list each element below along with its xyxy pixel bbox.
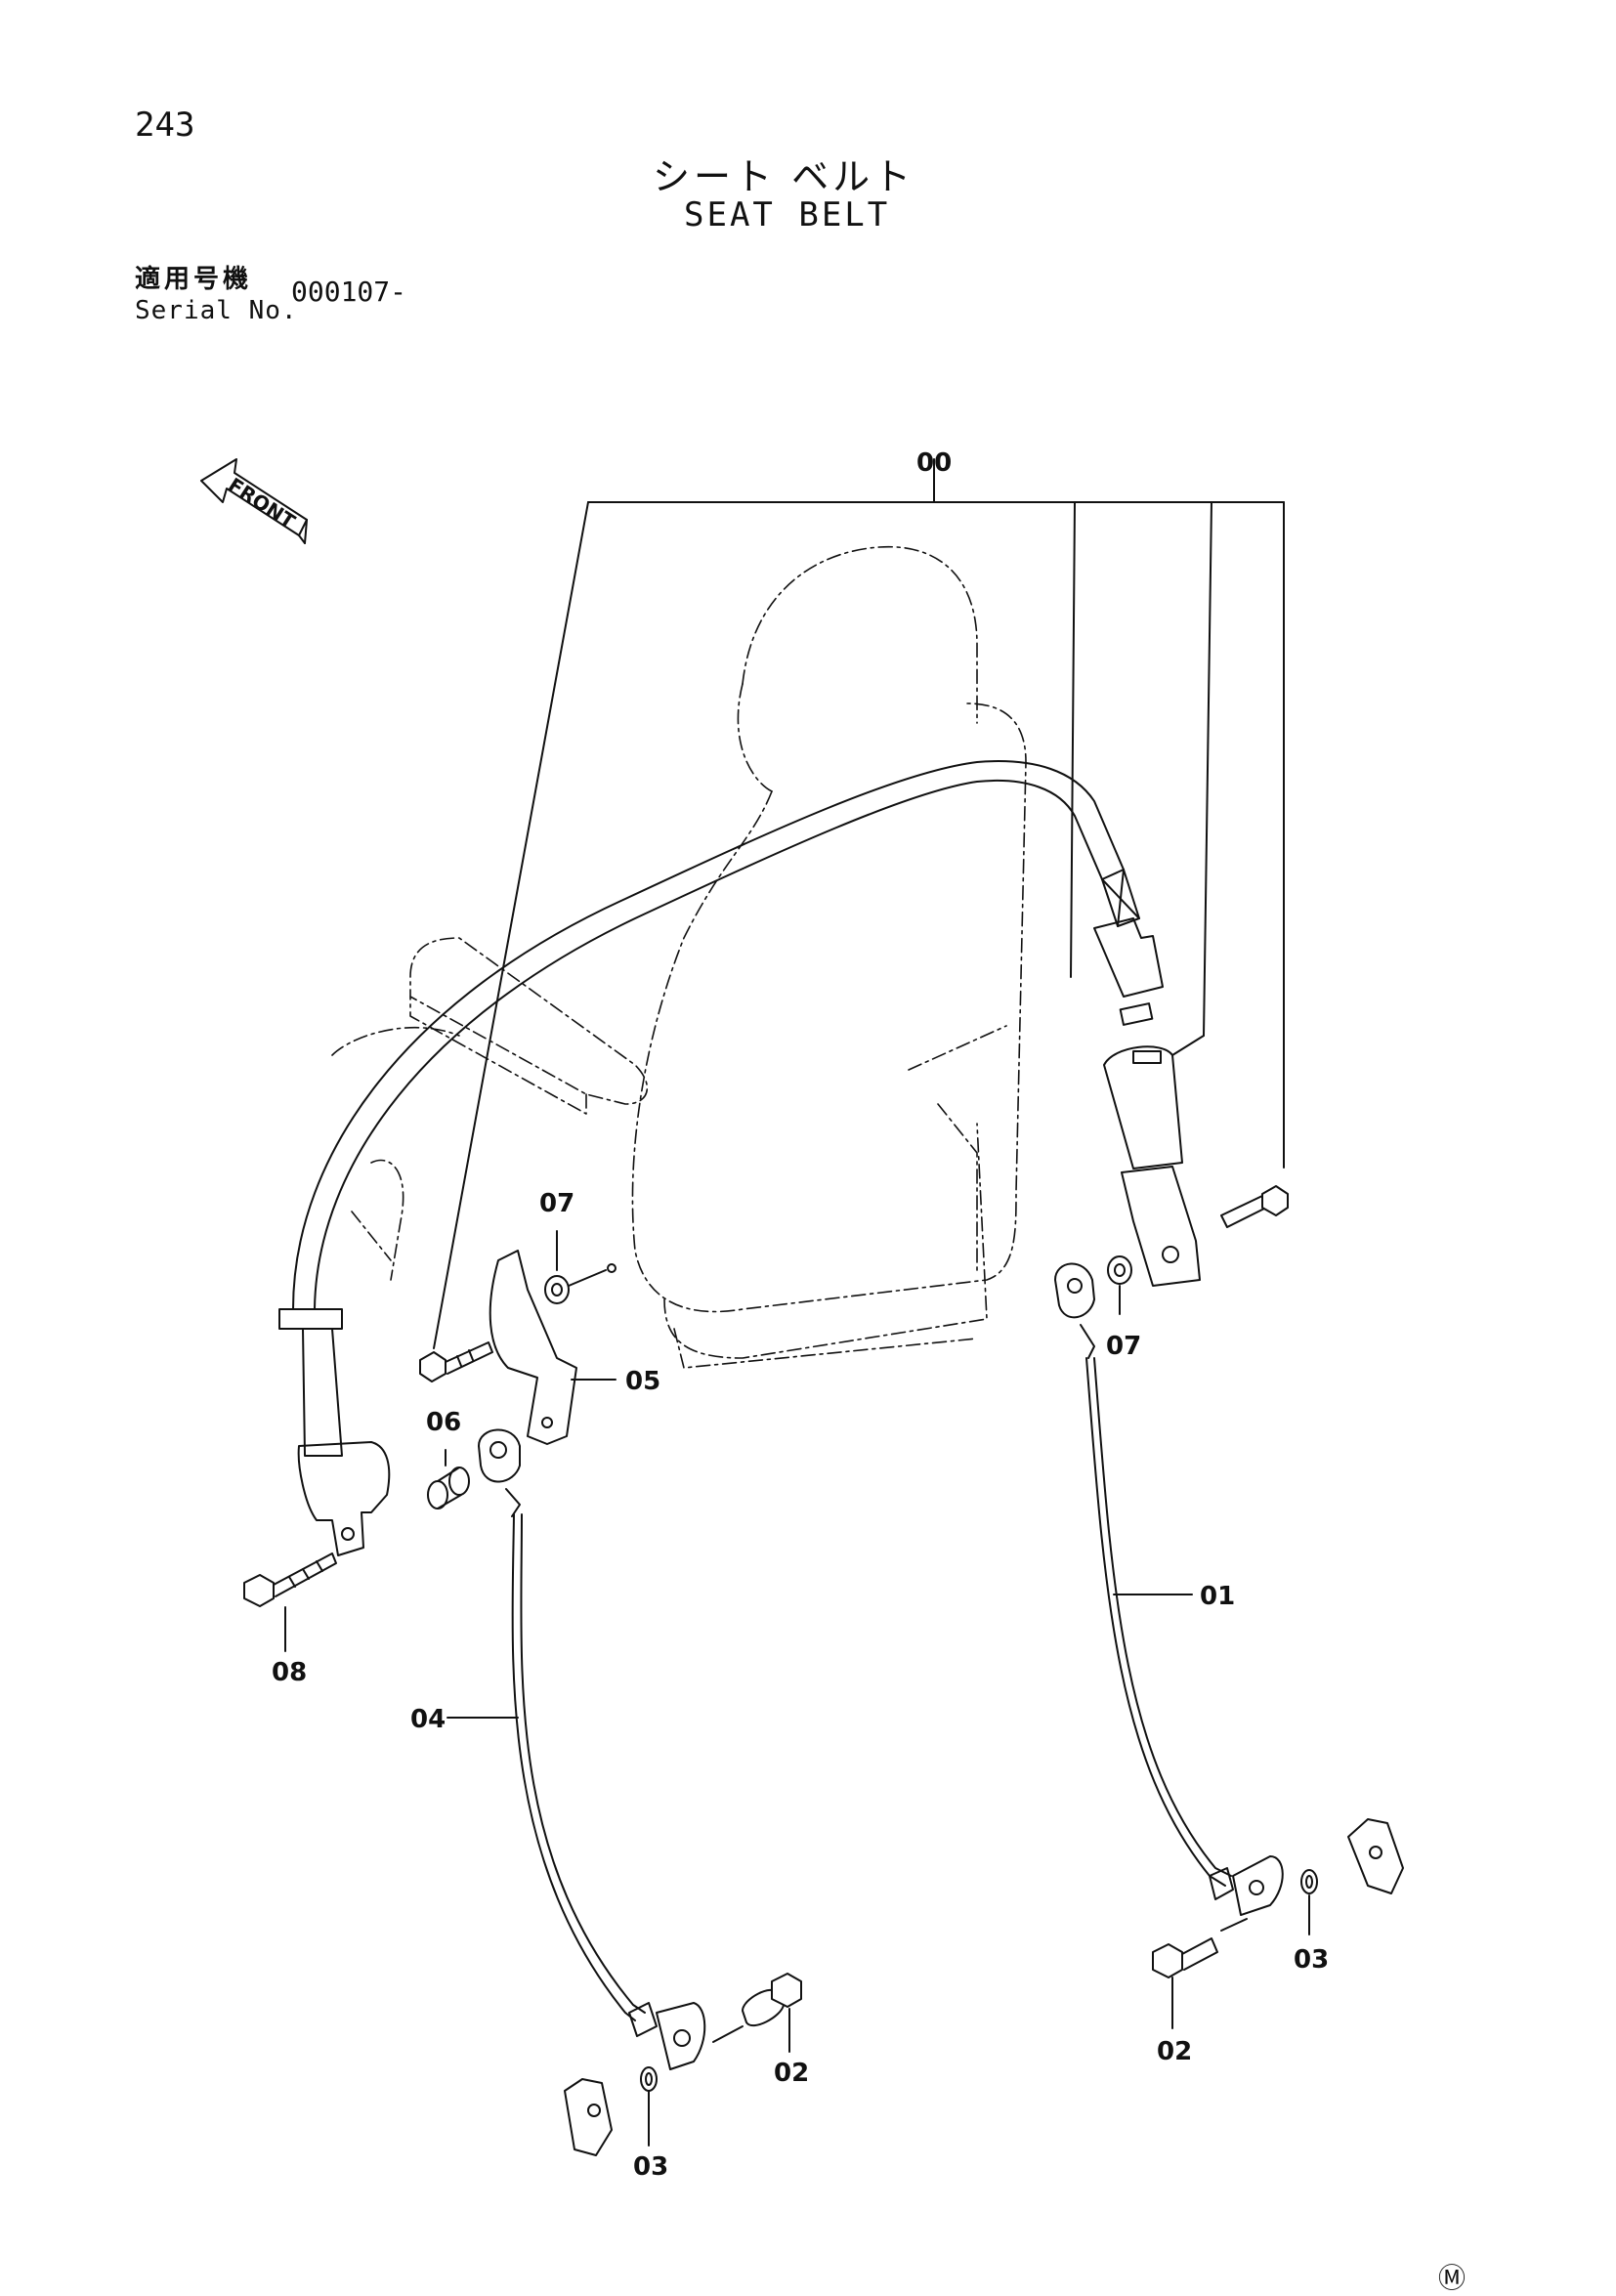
bolt-seat-right [1220, 1185, 1289, 1228]
part-label-07-lower: 07 [1106, 1332, 1141, 1361]
bolt-02-lower [712, 1973, 802, 2053]
leader-00 [433, 458, 1285, 1349]
bolt-seat-left [419, 1341, 493, 1382]
part-label-06: 06 [426, 1408, 461, 1437]
belt-anchor-left [297, 1441, 391, 1556]
page-title-japanese: シート ベルト [653, 155, 915, 198]
serial-label: Serial No. [135, 296, 298, 325]
weld-nut-block-upper [1300, 1818, 1404, 1935]
part-label-03-upper: 03 [1294, 1945, 1329, 1975]
part-label-04: 04 [410, 1705, 446, 1734]
serial-label-japanese: 適用号機 [135, 265, 253, 294]
part-label-02-upper: 02 [1157, 2037, 1192, 2066]
part-label-01: 01 [1200, 1582, 1235, 1611]
collar-06 [427, 1449, 470, 1509]
serial-number-value: 000107- [291, 276, 407, 308]
bolt-02-upper [1152, 1918, 1248, 2029]
footer-mark: Ⓜ [1438, 2262, 1467, 2294]
bolt-08 [243, 1552, 337, 1652]
part-label-08: 08 [272, 1658, 307, 1687]
part-label-07-upper: 07 [539, 1189, 574, 1218]
weld-nut-block-lower [564, 2066, 658, 2156]
belt-buckle-right [1103, 1045, 1201, 1287]
part-label-00: 00 [916, 448, 952, 478]
page-number: 243 [135, 106, 195, 145]
washer-07-upper [544, 1230, 617, 1304]
cable-04 [447, 1428, 706, 2070]
bracket-05 [489, 1250, 617, 1445]
part-label-05: 05 [625, 1367, 660, 1396]
cable-01 [1054, 1262, 1284, 1916]
seat-outline [331, 545, 1027, 1369]
part-label-02-lower: 02 [774, 2059, 809, 2088]
belt-webbing [278, 760, 1164, 1457]
washer-07-lower [1107, 1255, 1132, 1315]
front-label: FRONT [224, 473, 299, 533]
page-title: SEAT BELT [684, 195, 891, 234]
part-label-03-lower: 03 [633, 2152, 668, 2182]
front-arrow-icon: FRONT [200, 458, 308, 544]
